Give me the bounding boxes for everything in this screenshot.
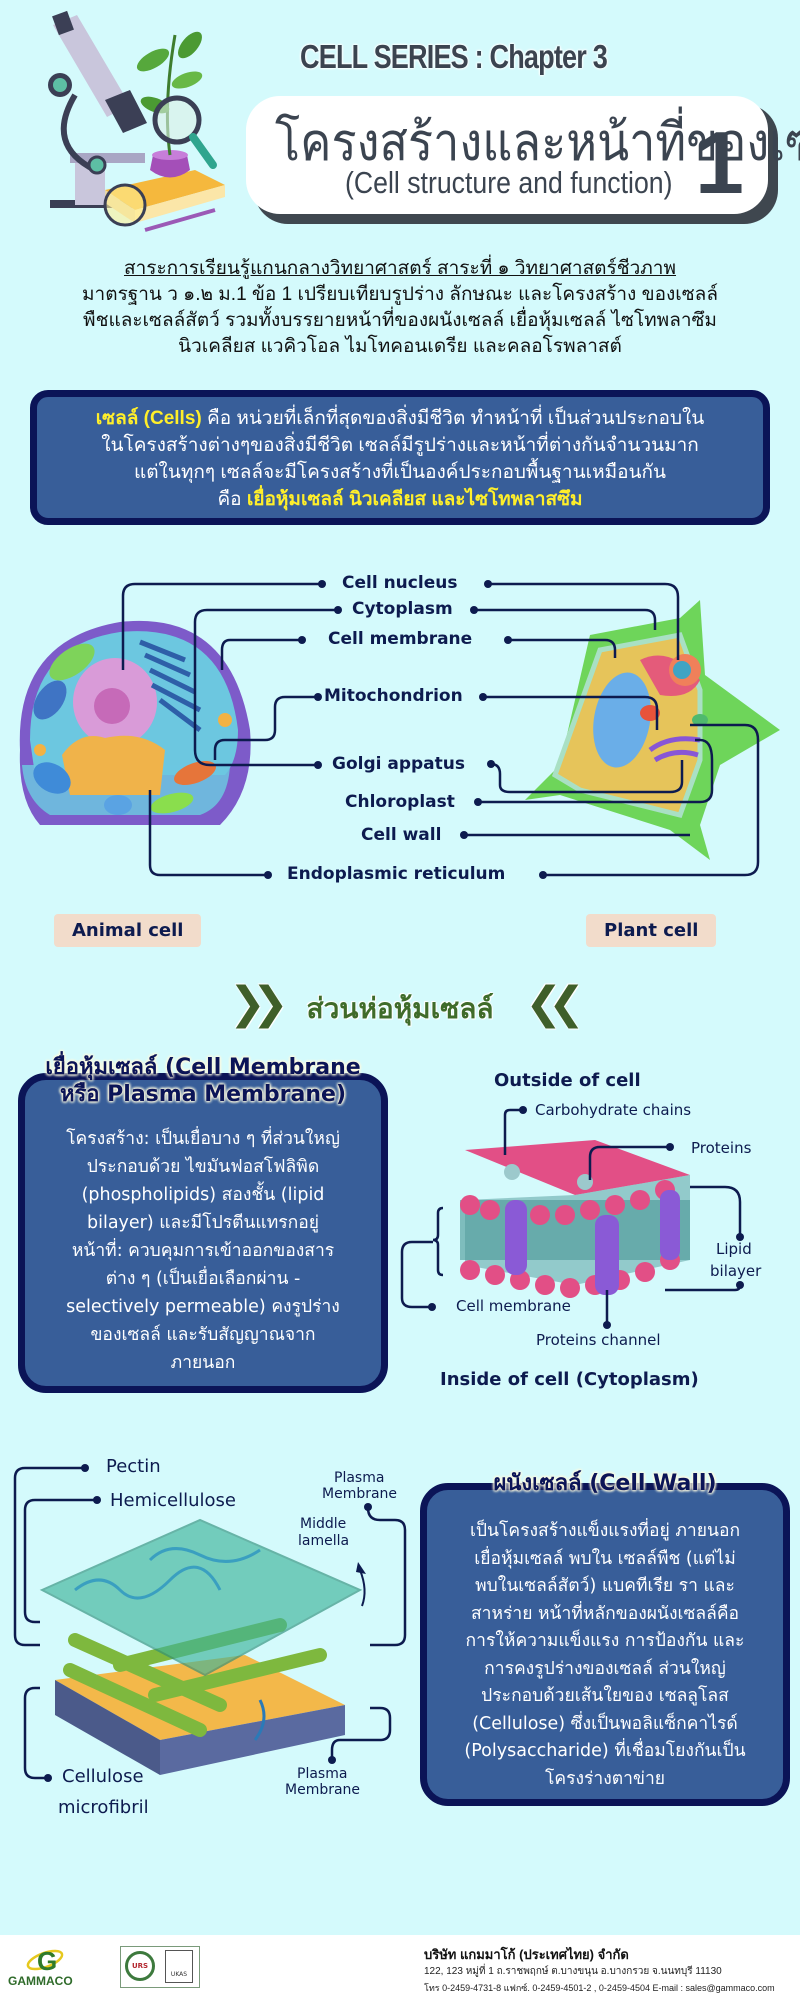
label-cytoplasm: Cytoplasm <box>352 599 453 619</box>
label-middle: Middle <box>300 1516 347 1532</box>
definition-text: ในโครงสร้างต่างๆของสิ่งมีชีวิต เซลล์มีรู… <box>101 435 699 456</box>
heading-line: หรือ Plasma Membrane) <box>59 1082 347 1107</box>
company-contact: โทร 0-2459-4731-8 แฟกซ์. 0-2459-4501-2 ,… <box>424 1983 775 1993</box>
cell-wall-text-line: พบในเซลล์สัตว์) แบคทีเรีย รา และ <box>475 1576 735 1596</box>
membrane-text-line: ต่าง ๆ (เป็นเยื่อเลือกผ่าน - <box>105 1269 301 1289</box>
animal-cell-illustration <box>19 620 251 825</box>
standard-line: พืชและเซลล์สัตว์ รวมทั้งบรรยายหน้าที่ของ… <box>83 310 717 331</box>
label-proteins-channel: Proteins channel <box>536 1331 661 1349</box>
heading-line: เยื่อหุ้มเซลล์ (Cell Membrane <box>45 1055 361 1080</box>
label-pectin: Pectin <box>106 1456 161 1477</box>
membrane-text-line: ภายนอก <box>170 1353 236 1373</box>
lipid-bilayer-diagram <box>400 1106 744 1329</box>
cell-wall-text-line: การให้ความแข็งแรง การป้องกัน และ <box>465 1631 745 1651</box>
chevron-right-icon: ❯❯ <box>229 978 289 1029</box>
label-cell-membrane-diagram: Cell membrane <box>456 1297 571 1315</box>
arrow-icon <box>359 1569 366 1607</box>
label-cell-wall: Cell wall <box>361 825 442 845</box>
ukas-cert-icon: UKAS <box>165 1950 193 1983</box>
membrane-text-line: ประกอบด้วย ไขมันฟอสโฟลิพิด <box>86 1157 320 1177</box>
membrane-text-line: (phospholipids) สองชั้น (lipid <box>81 1185 325 1205</box>
label-mitochondrion: Mitochondrion <box>324 686 463 706</box>
definition-text: คือ หน่วยที่เล็กที่สุดของสิ่งมีชีวิต ทำห… <box>201 408 705 429</box>
svg-text:G: G <box>37 1946 57 1976</box>
cell-wall-diagram <box>13 1464 407 1782</box>
company-address: 122, 123 หมู่ที่ 1 ถ.ราชพฤกษ์ ต.บางขนุน … <box>424 1966 722 1977</box>
cell-membrane-info-box: โครงสร้าง: เป็นเยื่อบาง ๆ ที่ส่วนใหญ่ ปร… <box>18 1073 388 1393</box>
definition-text: คือ <box>217 489 247 510</box>
label-bilayer: bilayer <box>710 1262 762 1280</box>
definition-term: เซลล์ (Cells) <box>95 408 202 429</box>
company-name: บริษัท แกมมาโก้ (ประเทศไทย) จำกัด <box>424 1947 629 1962</box>
cell-definition-box: เซลล์ (Cells) คือ หน่วยที่เล็กที่สุดของส… <box>30 390 770 525</box>
standard-line: มาตรฐาน ว ๑.๒ ม.1 ข้อ 1 เปรียบเทียบรูปร่… <box>82 284 718 305</box>
chapter-number: 1 <box>695 113 744 212</box>
standard-line: นิวเคลียส แวคิวโอล ไมโทคอนเดรีย และคลอโร… <box>178 336 622 357</box>
label-proteins: Proteins <box>691 1139 752 1157</box>
cell-wall-text-line: เยื่อหุ้มเซลล์ พบใน เซลล์พืช (แต่ไม่ <box>474 1548 736 1569</box>
section-heading-text: ส่วนห่อหุ้มเซลล์ <box>306 992 494 1025</box>
section-heading-cell-covering: ❯❯ ส่วนห่อหุ้มเซลล์ ❮❮ <box>0 978 800 1031</box>
page-title-english: (Cell structure and function) <box>345 165 673 200</box>
cell-wall-text-line: (Polysaccharide) ที่เชื่อมโยงกันเป็น <box>464 1741 746 1761</box>
chevron-left-icon: ❮❮ <box>525 978 585 1029</box>
gammaco-logo-icon: G <box>26 1946 64 1976</box>
definition-highlight: เยื่อหุ้มเซลล์ นิวเคลียส และไซโทพลาสซึม <box>246 489 583 510</box>
membrane-text-line: ของเซลล์ และรับสัญญาณจาก <box>90 1325 316 1345</box>
standard-heading: สาระการเรียนรู้แกนกลางวิทยาศาสตร์ สาระที… <box>123 258 677 279</box>
label-lipid: Lipid <box>716 1240 752 1258</box>
label-chloroplast: Chloroplast <box>345 792 455 812</box>
certification-logos: URS UKAS <box>120 1946 200 1988</box>
cell-wall-text-line: สาหร่าย หน้าที่หลักของผนังเซลล์คือ <box>470 1603 740 1624</box>
label-microfibril: microfibril <box>58 1797 149 1818</box>
label-inside-of-cell: Inside of cell (Cytoplasm) <box>440 1369 699 1390</box>
page-title-thai: โครงสร้างและหน้าที่ของเซลล์ <box>275 114 800 172</box>
cell-wall-text-line: (Cellulose) ซึ่งเป็นพอลิแซ็กคาไรด์ <box>472 1713 738 1734</box>
curriculum-standard: สาระการเรียนรู้แกนกลางวิทยาศาสตร์ สาระที… <box>20 256 780 360</box>
label-golgi-apparatus: Golgi appatus <box>332 754 466 774</box>
cell-wall-text-line: ประกอบด้วยเส้นใยของ เซลลูโลส <box>481 1686 729 1706</box>
label-plasma-membrane-bottom-2: Membrane <box>285 1782 361 1798</box>
label-cell-nucleus: Cell nucleus <box>342 573 458 593</box>
animal-cell-tag: Animal cell <box>54 914 202 947</box>
cell-wall-text-line: โครงร่างตาข่าย <box>544 1768 666 1789</box>
microscope-plant-illustration <box>48 10 225 232</box>
definition-text: แต่ในทุกๆ เซลล์จะมีโครงสร้างที่เป็นองค์ป… <box>133 462 667 483</box>
membrane-text-line: หน้าที่: ควบคุมการเข้าออกของสาร <box>71 1241 335 1261</box>
label-hemicellulose: Hemicellulose <box>110 1490 236 1511</box>
series-title: CELL SERIES : Chapter 3 <box>300 38 608 75</box>
label-plasma-membrane-bottom: Plasma <box>297 1766 348 1782</box>
label-cellulose: Cellulose <box>62 1766 144 1787</box>
cell-wall-text-line: การคงรูปร่างของเซลล์ ส่วนใหญ่ <box>484 1658 726 1679</box>
label-plasma-membrane-top-2: Membrane <box>322 1486 398 1502</box>
label-plasma-membrane-top: Plasma <box>334 1470 385 1486</box>
title-box <box>246 96 768 214</box>
membrane-text-line: selectively permeable) คงรูปร่าง <box>66 1297 340 1317</box>
cell-wall-info-box: เป็นโครงสร้างแข็งแรงที่อยู่ ภายนอก เยื่อ… <box>420 1483 790 1806</box>
label-endoplasmic-reticulum: Endoplasmic reticulum <box>287 864 506 884</box>
label-lamella: lamella <box>298 1533 350 1549</box>
membrane-text-line: bilayer) และมีโปรตีนแทรกอยู่ <box>86 1213 319 1233</box>
plant-cell-tag: Plant cell <box>586 914 717 947</box>
label-cell-membrane: Cell membrane <box>328 629 473 649</box>
label-outside-of-cell: Outside of cell <box>494 1070 641 1091</box>
cell-wall-heading: ผนังเซลล์ (Cell Wall) <box>493 1471 717 1496</box>
label-carbohydrate-chains: Carbohydrate chains <box>535 1101 692 1119</box>
gammaco-logo-text: GAMMACO <box>8 1974 73 1988</box>
cell-membrane-heading: เยื่อหุ้มเซลล์ (Cell Membrane หรือ Plasm… <box>18 1054 388 1108</box>
cell-comparison-diagram <box>19 580 780 879</box>
urs-cert-icon: URS <box>125 1951 155 1981</box>
membrane-text-line: โครงสร้าง: เป็นเยื่อบาง ๆ ที่ส่วนใหญ่ <box>66 1129 340 1149</box>
cell-wall-text-line: เป็นโครงสร้างแข็งแรงที่อยู่ ภายนอก <box>469 1521 741 1541</box>
